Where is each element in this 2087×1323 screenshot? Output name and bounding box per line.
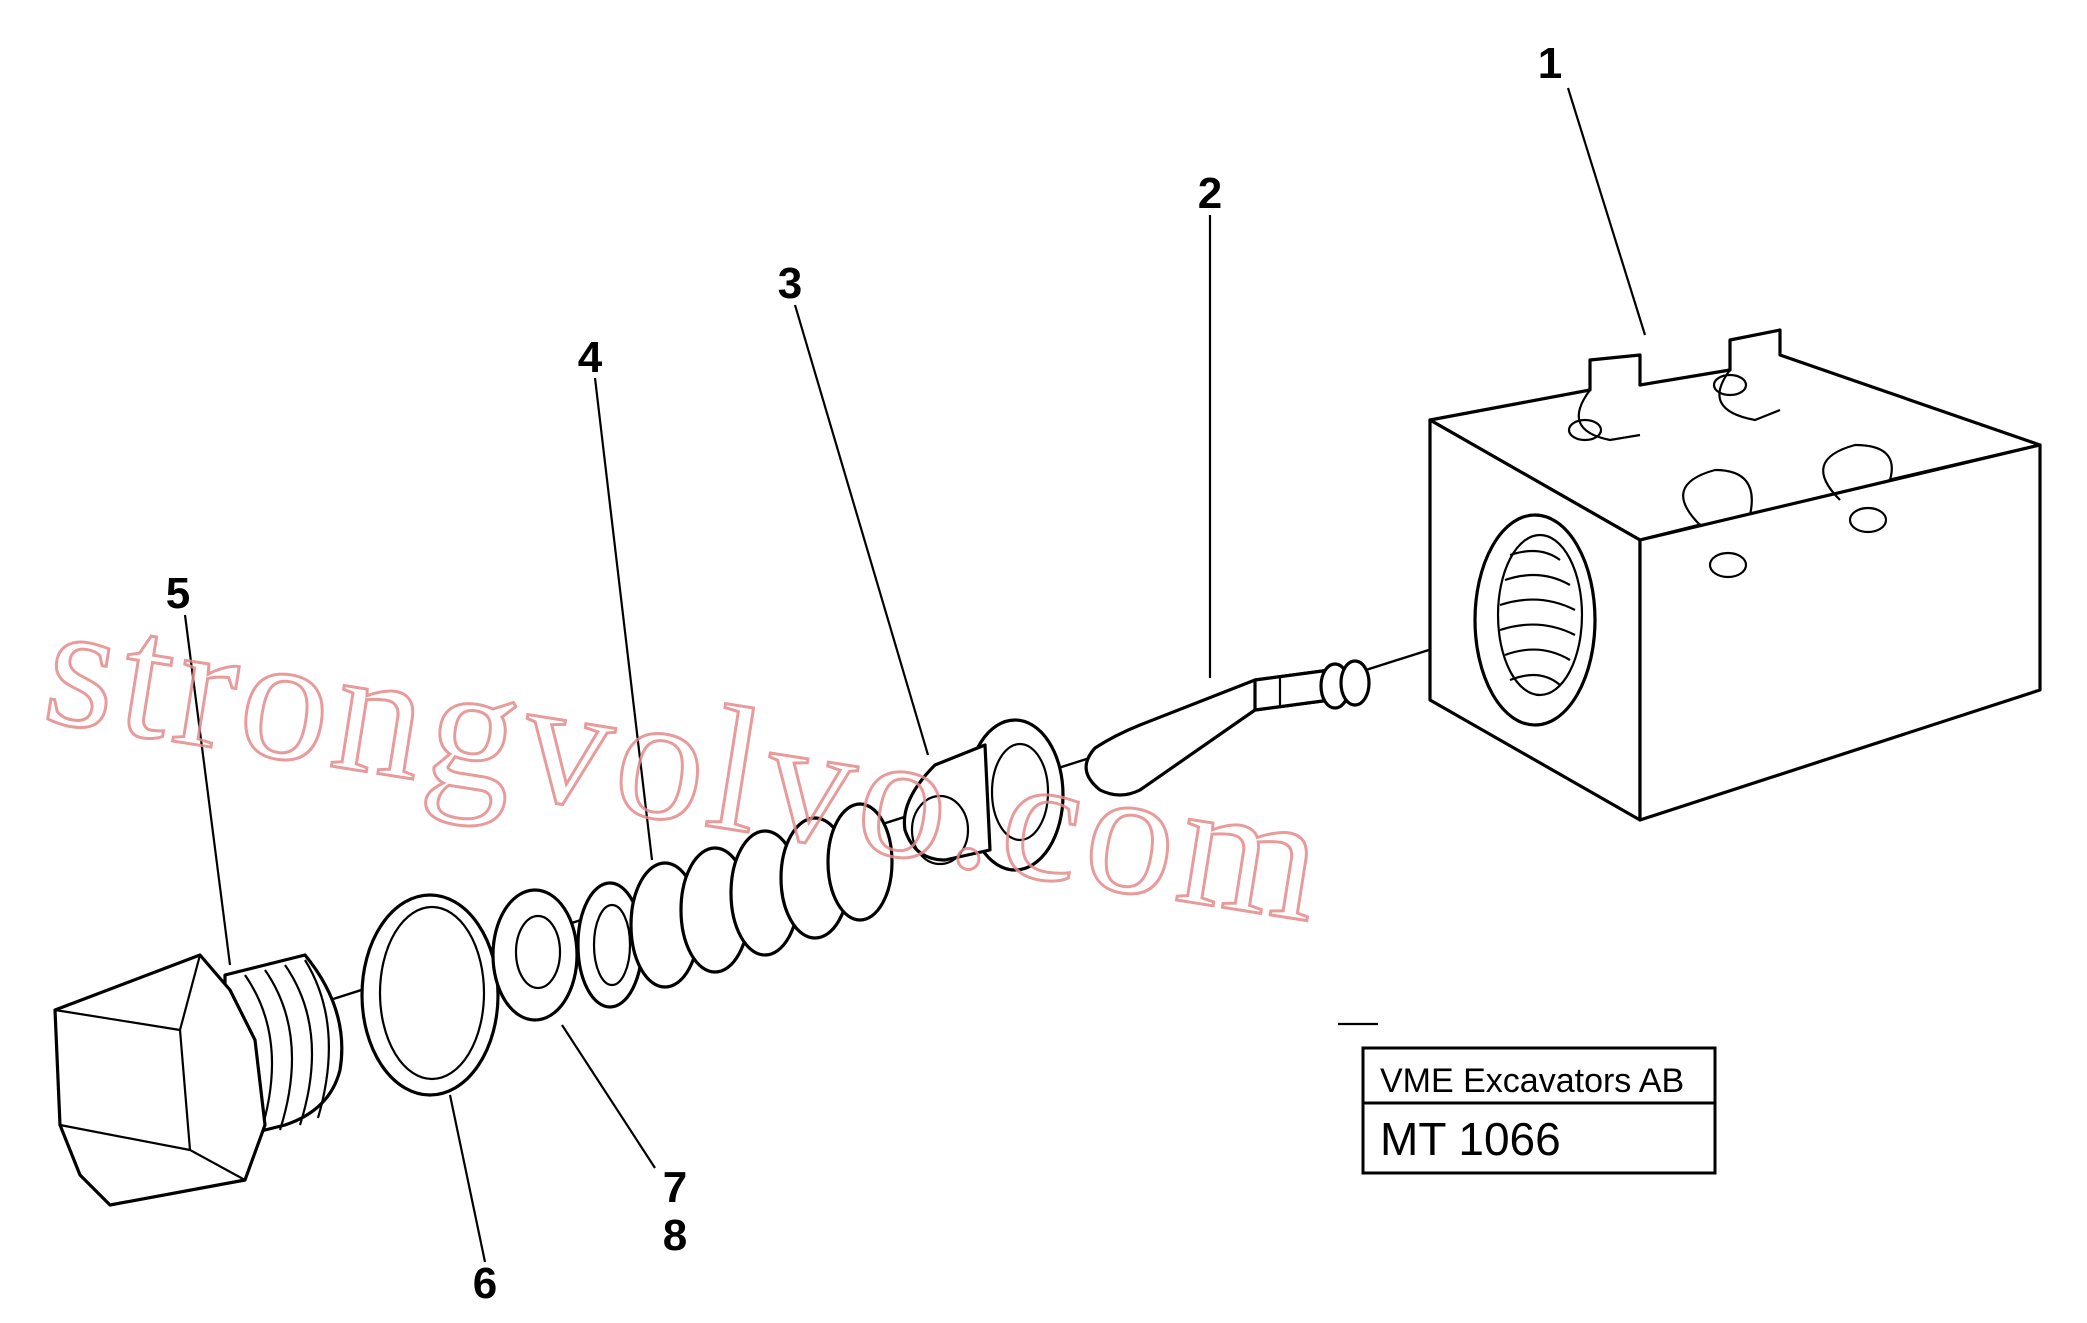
callout-4: 4 [578,333,603,382]
part-3-valve-poppet[interactable] [902,718,1065,872]
title-block-company: VME Excavators AB [1380,1062,1684,1100]
leader-5 [183,614,232,966]
part-2-plunger-pin[interactable] [1084,659,1371,797]
leader-1 [1566,87,1647,336]
callout-2: 2 [1198,169,1222,218]
callout-7: 7 [663,1163,687,1212]
callout-6: 6 [473,1259,497,1308]
part-7-8-washer[interactable] [491,888,579,1022]
leader-7 [561,1024,656,1169]
part-6-seal-ring[interactable] [360,893,500,1097]
title-block: VME Excavators AB MT 1066 [1338,1022,1717,1175]
part-5-hex-plug[interactable] [53,953,344,1207]
callout-8: 8 [663,1211,687,1260]
part-4-spring[interactable] [576,802,894,1009]
callout-3: 3 [778,259,802,308]
callout-1: 1 [1538,39,1562,88]
leader-6 [448,1094,487,1263]
leader-3 [793,304,930,756]
part-1-valve-housing[interactable] [1428,328,2042,822]
callout-5: 5 [166,569,190,618]
title-block-drawing-number: MT 1066 [1380,1113,1561,1165]
leader-4 [593,377,654,861]
